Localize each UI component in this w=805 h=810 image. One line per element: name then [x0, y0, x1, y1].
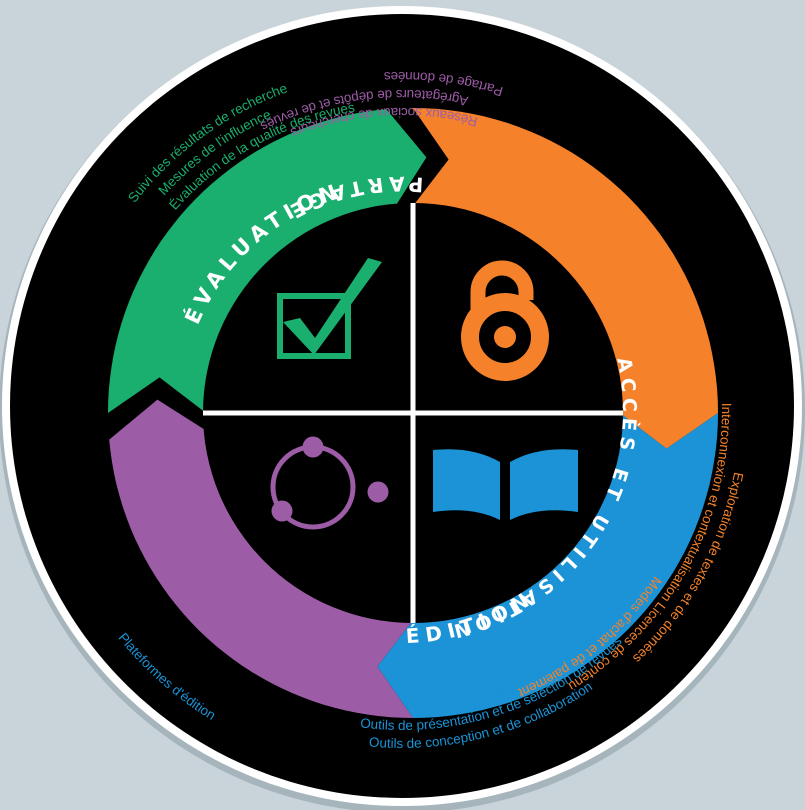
share-network-icon — [270, 436, 389, 530]
open-access-lock-icon — [461, 260, 549, 381]
ring-segment-partage — [109, 399, 413, 718]
ring-segment-edition — [377, 413, 718, 718]
open-book-icon — [433, 449, 578, 520]
ring-segment-acces — [413, 108, 718, 449]
ring-segment-evaluation — [108, 109, 427, 413]
cycle-ring — [108, 108, 718, 718]
checkbox-check-icon — [277, 258, 382, 359]
